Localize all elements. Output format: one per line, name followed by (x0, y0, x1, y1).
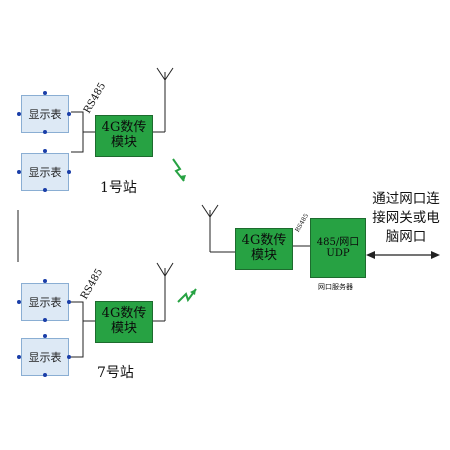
connector-dot (43, 149, 47, 153)
server-line1: 485/网口 (316, 236, 360, 248)
connector-dot (17, 355, 21, 359)
connection-note: 通过网口连 接网关或电 脑网口 (364, 190, 448, 247)
connector-dot (43, 188, 47, 192)
station1-bus-wire (71, 111, 84, 153)
station7-display-1-label: 显示表 (28, 296, 62, 309)
station1-name: 1号站 (100, 180, 137, 196)
station7-name: 7号站 (97, 365, 134, 381)
station7-antenna-icon (156, 262, 174, 321)
station7-display-2: 显示表 (21, 338, 69, 376)
connector-dot (67, 112, 71, 116)
connector-dot (67, 300, 71, 304)
center-4g-module: 4G数传 模块 (235, 228, 293, 270)
station7-signal-icon (177, 288, 197, 303)
station1-display-2: 显示表 (21, 153, 69, 191)
connector-dot (17, 170, 21, 174)
connector-dot (67, 170, 71, 174)
station1-display-2-label: 显示表 (28, 166, 62, 179)
connection-note-line1: 通过网口连 (372, 191, 440, 207)
connector-dot (43, 334, 47, 338)
connector-dot (17, 112, 21, 116)
station7-bus-wire (71, 301, 84, 358)
connector-dot (43, 373, 47, 377)
center-antenna-icon (201, 204, 219, 252)
connector-dot (43, 279, 47, 283)
connector-dot (43, 130, 47, 134)
center-module-line2: 模块 (250, 248, 277, 263)
station7-module-line2: 模块 (110, 321, 137, 336)
station1-antenna-icon (156, 67, 174, 132)
connection-note-line2: 接网关或电 (372, 210, 440, 226)
connector-dot (43, 318, 47, 322)
connector-dot (43, 91, 47, 95)
station1-display-1: 显示表 (21, 95, 69, 133)
station1-4g-module: 4G数传 模块 (95, 115, 153, 157)
connector-dot (67, 355, 71, 359)
connection-note-line3: 脑网口 (385, 229, 427, 245)
network-server-box: 485/网口 UDP (310, 218, 366, 278)
station7-4g-module: 4G数传 模块 (95, 301, 153, 343)
station7-display-2-label: 显示表 (28, 351, 62, 364)
connector-dot (17, 300, 21, 304)
station1-module-line1: 4G数传 (101, 120, 147, 136)
station7-display-1: 显示表 (21, 283, 69, 321)
server-line2: UDP (326, 248, 350, 259)
station1-display-1-label: 显示表 (28, 108, 62, 121)
center-module-line1: 4G数传 (241, 233, 287, 249)
station1-module-line2: 模块 (110, 135, 137, 150)
network-server-caption: 网口服务器 (318, 283, 353, 291)
station7-module-line1: 4G数传 (101, 306, 147, 322)
network-double-arrow (366, 251, 440, 259)
